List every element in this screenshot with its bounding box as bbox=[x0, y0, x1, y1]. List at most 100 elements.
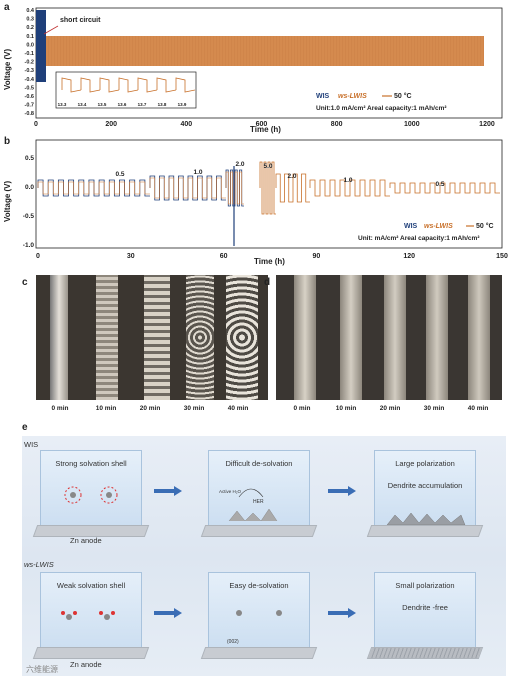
a-ytick-label: -0.5 bbox=[25, 85, 34, 91]
lwis-box-1-caption: Weak solvation shell bbox=[56, 581, 126, 590]
lwis-box-1: Weak solvation shell bbox=[32, 572, 150, 659]
legend-wis-a: WIS bbox=[316, 93, 330, 100]
legend-wis-b: WIS bbox=[404, 223, 418, 230]
zn-anode-label-1: Zn anode bbox=[70, 536, 102, 545]
a-xtick-label: 800 bbox=[331, 121, 343, 128]
d-label-3: 30 min bbox=[423, 405, 445, 412]
b-xtick-label: 30 bbox=[127, 253, 135, 260]
panel-a-letter: a bbox=[4, 2, 10, 13]
wis-box-3: Large polarization Dendrite accumulation bbox=[366, 450, 484, 537]
d-label-0: 0 min bbox=[293, 405, 311, 412]
a-ytick-label: -0.3 bbox=[25, 68, 34, 74]
rate-label: 0.5 bbox=[115, 171, 124, 178]
lwis-box-2: Easy de-solvation (002) bbox=[200, 572, 318, 659]
rate-label: 5.0 bbox=[263, 163, 272, 170]
b-xtick-label: 120 bbox=[403, 253, 415, 260]
lwis-arrow-2 bbox=[328, 608, 356, 618]
watermark: 六维能源 bbox=[26, 665, 58, 674]
panel-d-letter: d bbox=[264, 277, 271, 288]
panel-a-ylabel: Voltage (V) bbox=[3, 48, 12, 90]
lwis-box-2-caption: Easy de-solvation bbox=[229, 581, 289, 590]
facet-label: (002) bbox=[227, 639, 239, 645]
b-ytick-label: -0.5 bbox=[23, 213, 35, 220]
panel-c-letter: c bbox=[22, 277, 28, 288]
wis-arrow-1 bbox=[154, 486, 182, 496]
inset-xtick-label: 13.5 bbox=[98, 102, 107, 107]
short-circuit-label: short circuit bbox=[60, 17, 101, 24]
inset-xtick-label: 13.3 bbox=[58, 102, 67, 107]
d-label-2: 20 min bbox=[379, 405, 401, 412]
a-ytick-label: -0.1 bbox=[25, 51, 34, 57]
legend-lwis-a: ws-LWIS bbox=[338, 93, 367, 100]
wis-box-3-caption-2: Dendrite accumulation bbox=[387, 481, 463, 490]
a-ytick-label: -0.6 bbox=[25, 94, 34, 100]
rate-label: 1.0 bbox=[343, 177, 352, 184]
wis-box-3-caption: Large polarization bbox=[395, 459, 455, 468]
a-ytick-label: 0.4 bbox=[26, 8, 35, 14]
b-xtick-label: 150 bbox=[496, 253, 508, 260]
d-label-4: 40 min bbox=[467, 405, 489, 412]
a-ytick-label: 0.3 bbox=[26, 17, 34, 23]
zn-anode-label-2: Zn anode bbox=[70, 660, 102, 669]
wis-band-a bbox=[36, 10, 46, 82]
a-xtick-label: 200 bbox=[105, 121, 117, 128]
inset-xtick-label: 13.8 bbox=[158, 102, 167, 107]
c-label-4: 40 min bbox=[227, 405, 249, 412]
her-label: HER bbox=[253, 499, 264, 505]
rate-label: 2.0 bbox=[287, 173, 296, 180]
panel-c-micrograph bbox=[36, 275, 268, 400]
lwis-arrow-1 bbox=[154, 608, 182, 618]
a-xtick-label: 400 bbox=[180, 121, 192, 128]
unit-text-a: Unit:1.0 mA/cm² Areal capacity:1 mAh/cm² bbox=[316, 105, 447, 112]
a-xtick-label: 1000 bbox=[404, 121, 420, 128]
wis-row-label: WIS bbox=[24, 440, 39, 449]
legend-temp-b: 50 °C bbox=[476, 222, 494, 230]
lwis-box-3-caption: Small polarization bbox=[395, 581, 455, 590]
rate-label: 2.0 bbox=[235, 161, 244, 168]
lwis-row-label: ws-LWIS bbox=[24, 560, 54, 569]
b-ytick-label: -1.0 bbox=[23, 242, 35, 249]
inset-xtick-label: 13.7 bbox=[138, 102, 147, 107]
a-ytick-label: 0.1 bbox=[26, 34, 34, 40]
lwis-box-3: Small polarization Dendrite -free bbox=[366, 572, 484, 659]
wis-box-2: Difficult de-solvation Active H₂O HER bbox=[200, 450, 318, 537]
panel-b-xlabel: Time (h) bbox=[254, 257, 285, 266]
a-ytick-label: -0.4 bbox=[25, 77, 35, 83]
d-label-1: 10 min bbox=[335, 405, 357, 412]
wis-arrow-2 bbox=[328, 486, 356, 496]
panel-b-ylabel: Voltage (V) bbox=[3, 180, 12, 222]
unit-text-b: Unit: mA/cm² Areal capacity:1 mAh/cm² bbox=[358, 235, 480, 242]
panel-b-letter: b bbox=[4, 136, 11, 147]
c-label-0: 0 min bbox=[51, 405, 69, 412]
inset-xtick-label: 13.6 bbox=[118, 102, 127, 107]
c-label-1: 10 min bbox=[95, 405, 117, 412]
b-xtick-label: 60 bbox=[220, 253, 228, 260]
a-ytick-label: -0.8 bbox=[25, 111, 34, 117]
b-xtick-label: 90 bbox=[313, 253, 321, 260]
legend-temp-a: 50 °C bbox=[394, 92, 412, 100]
panel-a-xlabel: Time (h) bbox=[250, 125, 281, 134]
a-ytick-label: 0.0 bbox=[26, 42, 34, 48]
wis-box-1-caption: Strong solvation shell bbox=[55, 459, 127, 468]
inset-xtick-label: 13.9 bbox=[178, 102, 187, 107]
active-h2o-label: Active H₂O bbox=[219, 489, 242, 494]
a-ytick-label: 0.2 bbox=[26, 25, 34, 31]
a-xtick-label: 0 bbox=[34, 121, 38, 128]
panel-e-letter: e bbox=[22, 422, 28, 433]
panel-d-micrograph bbox=[276, 275, 502, 400]
scheme-panel: WIS Strong solvation shell Zn anode Diff… bbox=[22, 436, 506, 676]
rate-label: 0.5 bbox=[435, 181, 444, 188]
b-ytick-label: 0.5 bbox=[25, 155, 34, 162]
panel-a-chart: 0.4 0.3 0.2 0.1 0.0 -0.1 -0.2 -0.3 -0.4 -0.5 -0.6 -… bbox=[3, 7, 503, 134]
c-label-2: 20 min bbox=[139, 405, 161, 412]
wis-box-1: Strong solvation shell bbox=[32, 450, 150, 537]
b-ytick-label: 0.0 bbox=[25, 184, 34, 191]
c-label-3: 30 min bbox=[183, 405, 205, 412]
a-xtick-label: 600 bbox=[256, 121, 268, 128]
a-ytick-label: -0.7 bbox=[25, 103, 34, 109]
a-ytick-label: -0.2 bbox=[25, 60, 34, 66]
wis-box-2-caption: Difficult de-solvation bbox=[225, 459, 293, 468]
legend-lwis-b: ws-LWIS bbox=[424, 223, 453, 230]
inset-xtick-label: 13.4 bbox=[78, 102, 87, 107]
